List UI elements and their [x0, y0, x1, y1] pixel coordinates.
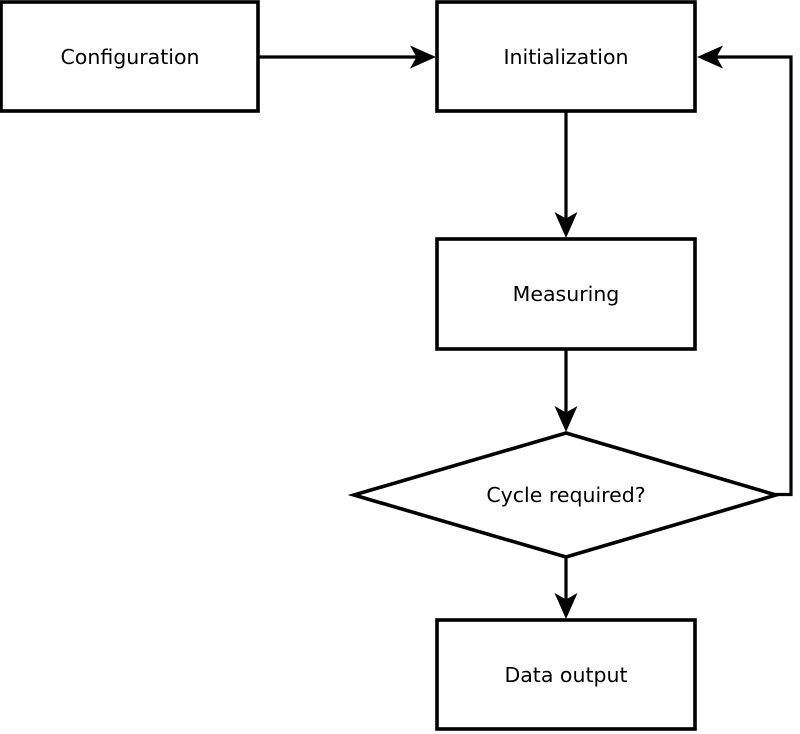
arrowhead-left-to-initialization [697, 45, 723, 69]
edge-cycle-required-to-initialization-loop [697, 45, 793, 497]
node-measuring-shape[interactable] [435, 237, 697, 351]
arrowhead-right-to-initialization [410, 45, 436, 69]
nodes-layer: Configuration Initialization Measuring C… [0, 0, 783, 731]
node-data-output-label: Data output [504, 663, 627, 687]
edges-layer [259, 45, 793, 619]
arrowhead-down-to-data-output [554, 593, 578, 619]
node-data-output-shape[interactable] [435, 618, 697, 731]
node-data-output[interactable]: Data output [435, 618, 697, 731]
node-configuration[interactable]: Configuration [0, 0, 260, 113]
node-cycle-required-shape[interactable] [347, 431, 783, 559]
edge-cycle-required-to-data-output [554, 558, 578, 619]
node-configuration-shape[interactable] [0, 0, 260, 113]
node-initialization[interactable]: Initialization [435, 0, 697, 113]
node-measuring-label: Measuring [513, 282, 620, 306]
node-configuration-label: Configuration [60, 45, 199, 69]
arrowhead-down-to-measuring [554, 212, 578, 238]
node-initialization-shape[interactable] [435, 0, 697, 113]
arrowhead-down-to-cycle-required [554, 406, 578, 432]
node-initialization-label: Initialization [503, 45, 628, 69]
edge-line-cycle-loop [705, 55, 793, 497]
edge-configuration-to-initialization [259, 45, 436, 69]
node-cycle-required[interactable]: Cycle required? [347, 431, 783, 559]
node-measuring[interactable]: Measuring [435, 237, 697, 351]
edge-initialization-to-measuring [554, 112, 578, 238]
node-cycle-required-label: Cycle required? [486, 483, 645, 507]
edge-measuring-to-cycle-required [554, 350, 578, 432]
